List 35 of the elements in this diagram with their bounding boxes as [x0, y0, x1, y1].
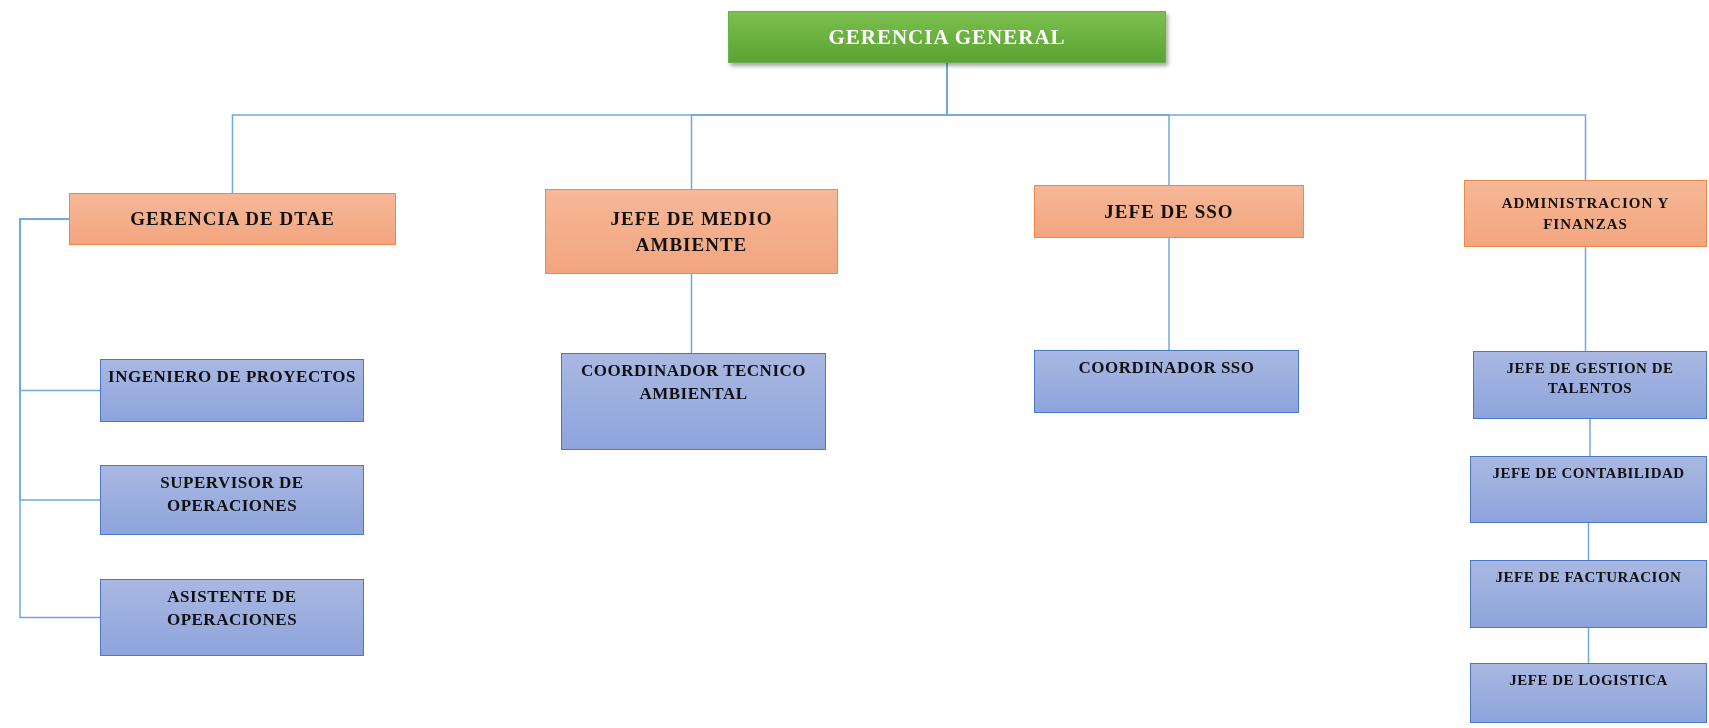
position-title: ADMINISTRACION Y FINANZAS	[1500, 194, 1671, 234]
department-box	[1464, 180, 1707, 247]
position-title: COORDINADOR SSO	[1078, 357, 1255, 379]
position-title: JEFE DE FACTURACION	[1495, 568, 1682, 587]
position-box	[1470, 663, 1707, 723]
position-title: JEFE DE MEDIO AMBIENTE	[609, 206, 774, 257]
position-box	[1470, 456, 1707, 523]
connector-line	[19, 218, 101, 619]
position-title: JEFE DE CONTABILIDAD	[1492, 464, 1685, 483]
position-box	[100, 579, 364, 656]
connector-line	[1584, 246, 1587, 352]
position-title: JEFE DE LOGISTICA	[1509, 671, 1668, 690]
department-box	[545, 189, 838, 274]
position-box	[100, 465, 364, 535]
position-box	[100, 359, 364, 422]
position-title: JEFE DE SSO	[1104, 199, 1234, 224]
position-box	[1470, 560, 1707, 628]
position-title: INGENIERO DE PROYECTOS	[108, 366, 356, 388]
department-box	[69, 193, 396, 245]
connector-line	[1589, 418, 1591, 457]
position-box	[1473, 351, 1707, 419]
position-title: GERENCIA DE DTAE	[130, 207, 335, 232]
position-title: COORDINADOR TECNICO AMBIENTAL	[580, 360, 807, 405]
connector-line	[1587, 522, 1590, 561]
connector-line	[1587, 627, 1590, 664]
connector-line	[1168, 237, 1170, 351]
position-title: GERENCIA GENERAL	[828, 23, 1066, 51]
department-box	[1034, 185, 1304, 238]
position-title: JEFE DE GESTION DE TALENTOS	[1505, 359, 1675, 399]
position-title: SUPERVISOR DE OPERACIONES	[159, 472, 305, 517]
top-position-box	[728, 11, 1166, 63]
position-title: ASISTENTE DE OPERACIONES	[165, 586, 299, 631]
position-box	[561, 353, 826, 450]
position-box	[1034, 350, 1299, 413]
connector-line	[690, 273, 693, 354]
